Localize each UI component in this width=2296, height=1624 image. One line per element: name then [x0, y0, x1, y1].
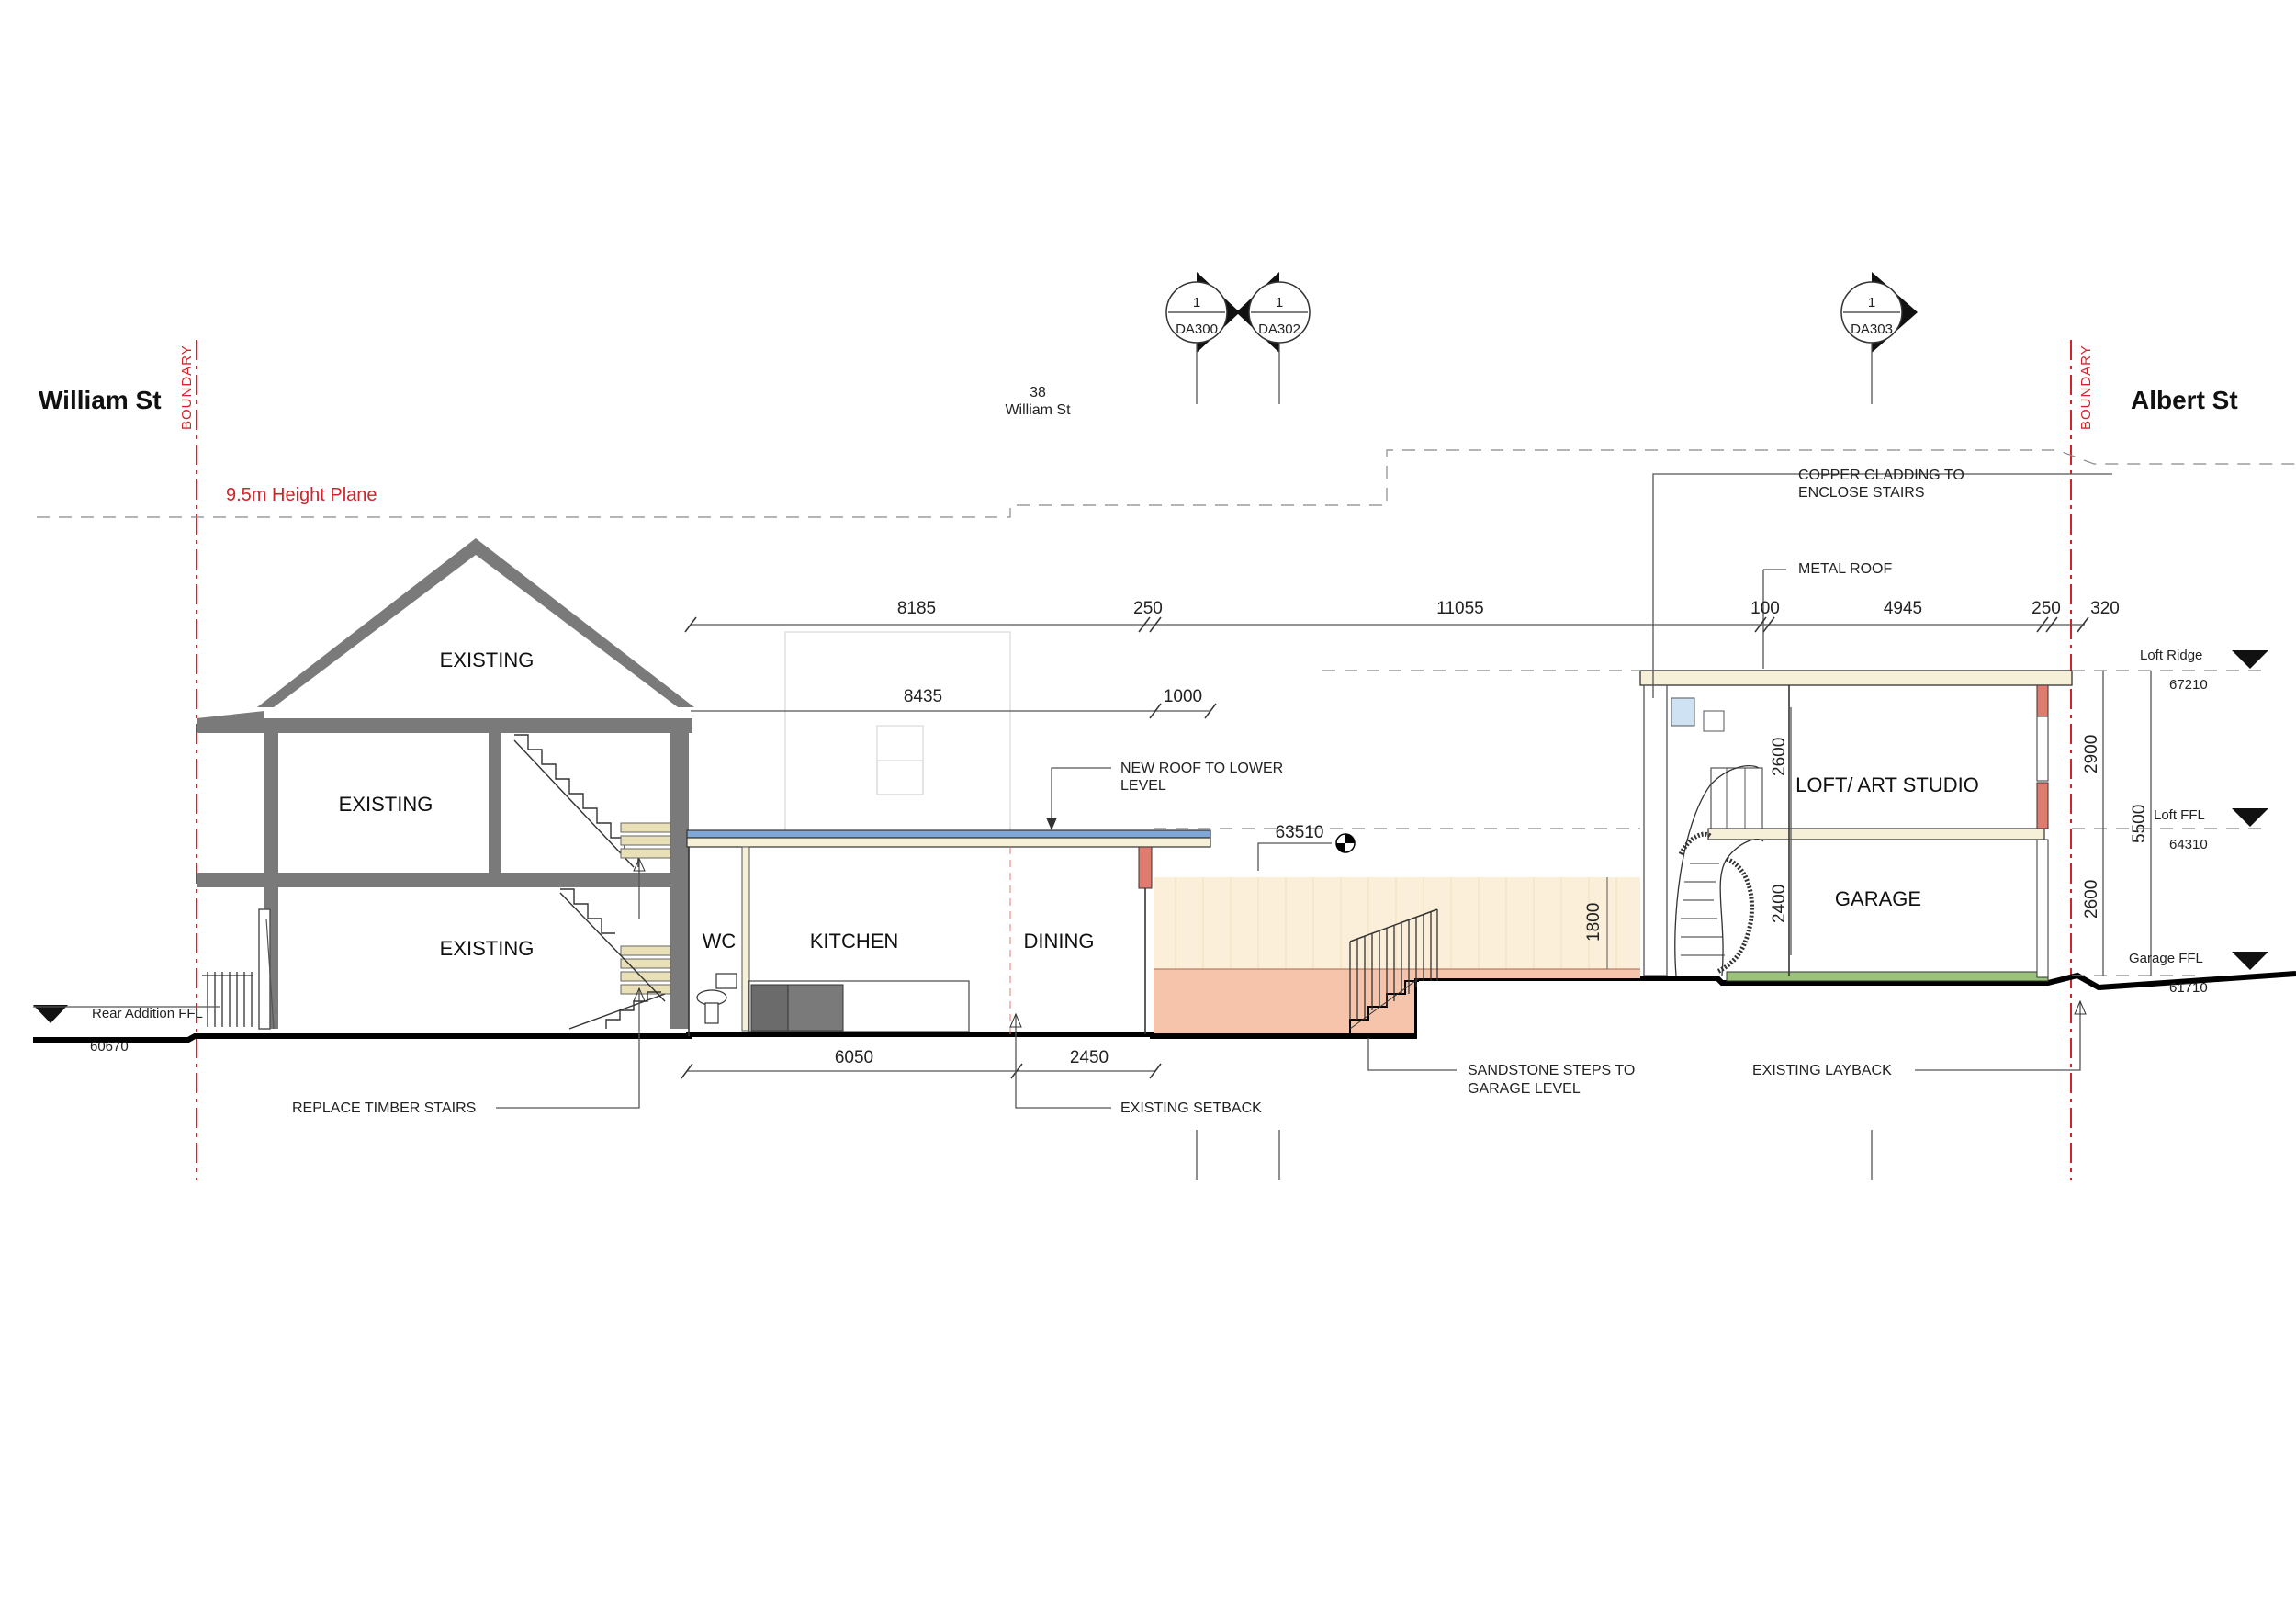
section-sheet: DA302: [1258, 321, 1300, 337]
room-label-kitchen: KITCHEN: [810, 930, 899, 953]
neighbour-street: William St: [1005, 402, 1071, 418]
note-line: NEW ROOF TO LOWER: [1120, 761, 1283, 776]
section-marker-da303[interactable]: 1 DA303: [1840, 272, 1918, 404]
dim-100: 100: [1750, 599, 1780, 618]
dim-1000: 1000: [1164, 687, 1202, 706]
dimension-stack-right: 2900 5500 2600: [2082, 671, 2152, 976]
note-line: COPPER CLADDING TO: [1798, 468, 1964, 483]
dim-2400-garage: 2400: [1770, 885, 1789, 923]
note-metal-roof: METAL ROOF: [1798, 561, 1892, 577]
dim-250-right: 250: [2032, 599, 2061, 618]
section-number: 1: [1276, 295, 1283, 310]
note-replace-timber-stairs: REPLACE TIMBER STAIRS: [292, 857, 646, 1116]
note-line: ENCLOSE STAIRS: [1798, 485, 1925, 501]
dim-8185: 8185: [897, 599, 936, 618]
boundary-label-left: BOUNDARY: [179, 344, 195, 430]
level-value: 60670: [90, 1039, 129, 1054]
note-sandstone-steps: SANDSTONE STEPS TO GARAGE LEVEL: [1367, 1038, 1635, 1097]
note-line: GARAGE LEVEL: [1468, 1081, 1581, 1097]
level-marker-loft-ridge: Loft Ridge 67210: [2140, 648, 2268, 693]
dim-250: 250: [1133, 599, 1163, 618]
room-label-loft: LOFT/ ART STUDIO: [1795, 773, 1979, 796]
note-copper-cladding: COPPER CLADDING TO ENCLOSE STAIRS: [1798, 468, 1964, 501]
note-new-roof: NEW ROOF TO LOWER LEVEL: [1046, 761, 1283, 830]
spot-level-value: 63510: [1276, 823, 1324, 842]
level-marker-rear-addition: Rear Addition FFL 60670: [33, 1005, 220, 1054]
dim-2450: 2450: [1070, 1048, 1109, 1067]
height-plane-line: [37, 449, 2296, 518]
courtyard: [1154, 877, 1640, 1033]
dim-11055: 11055: [1436, 599, 1483, 618]
existing-house: [197, 538, 694, 1030]
dim-2600-right: 2600: [2082, 880, 2101, 919]
level-value: 67210: [2169, 677, 2208, 693]
section-number: 1: [1193, 295, 1200, 310]
level-label: Garage FFL: [2129, 951, 2203, 966]
room-label-existing-upper: EXISTING: [339, 793, 433, 816]
dim-4945: 4945: [1884, 599, 1922, 618]
dim-6050: 6050: [835, 1048, 873, 1067]
level-value: 61710: [2169, 980, 2208, 996]
dim-8435: 8435: [904, 687, 942, 706]
dim-320: 320: [2090, 599, 2120, 618]
rear-addition: [686, 631, 1211, 1036]
boundary-label-right: BOUNDARY: [2078, 344, 2094, 430]
dim-1800: 1800: [1584, 903, 1604, 942]
note-line: LEVEL: [1120, 778, 1166, 794]
level-label: Rear Addition FFL: [92, 1006, 203, 1021]
dimension-row-second: 8435 1000: [691, 687, 1217, 719]
note-line: SANDSTONE STEPS TO: [1468, 1063, 1635, 1078]
room-label-existing-roof: EXISTING: [440, 648, 535, 671]
dim-5500: 5500: [2130, 805, 2149, 843]
room-label-wc: WC: [703, 930, 737, 953]
garage-loft-building: [1639, 473, 2112, 982]
level-label: Loft Ridge: [2140, 648, 2202, 663]
section-marker-da302[interactable]: 1 DA302: [1236, 272, 1311, 404]
street-label-right: Albert St: [2131, 386, 2238, 414]
dimension-row-bottom: 6050 2450: [681, 1048, 1162, 1079]
room-label-garage: GARAGE: [1835, 887, 1921, 910]
level-value: 64310: [2169, 837, 2208, 852]
ground-line: [33, 971, 2296, 1043]
section-sheet: DA303: [1851, 321, 1893, 337]
room-label-existing-lower: EXISTING: [440, 937, 535, 960]
section-number: 1: [1868, 295, 1875, 310]
note-existing-setback: EXISTING SETBACK: [1009, 1012, 1262, 1116]
section-sheet: DA300: [1176, 321, 1218, 337]
dim-2600-loft: 2600: [1770, 738, 1789, 776]
note-text: EXISTING SETBACK: [1120, 1100, 1262, 1116]
section-marker-da300[interactable]: 1 DA300: [1165, 272, 1240, 404]
note-text: REPLACE TIMBER STAIRS: [292, 1100, 476, 1116]
dimension-row-top: 8185 250 11055 100 4945 250 320: [684, 599, 2120, 633]
spot-level-marker: 63510: [1257, 823, 1356, 871]
level-marker-loft-ffl: Loft FFL 64310: [2154, 807, 2268, 852]
level-label: Loft FFL: [2154, 807, 2205, 823]
street-label-left: William St: [39, 386, 162, 414]
height-plane-label: 9.5m Height Plane: [226, 485, 377, 505]
neighbour-number: 38: [1030, 385, 1046, 400]
level-marker-garage-ffl: Garage FFL 61710: [2129, 951, 2268, 996]
note-text: EXISTING LAYBACK: [1752, 1063, 1892, 1078]
note-existing-layback: EXISTING LAYBACK: [1752, 999, 2087, 1078]
dim-2900: 2900: [2082, 735, 2101, 773]
room-label-dining: DINING: [1024, 930, 1095, 953]
